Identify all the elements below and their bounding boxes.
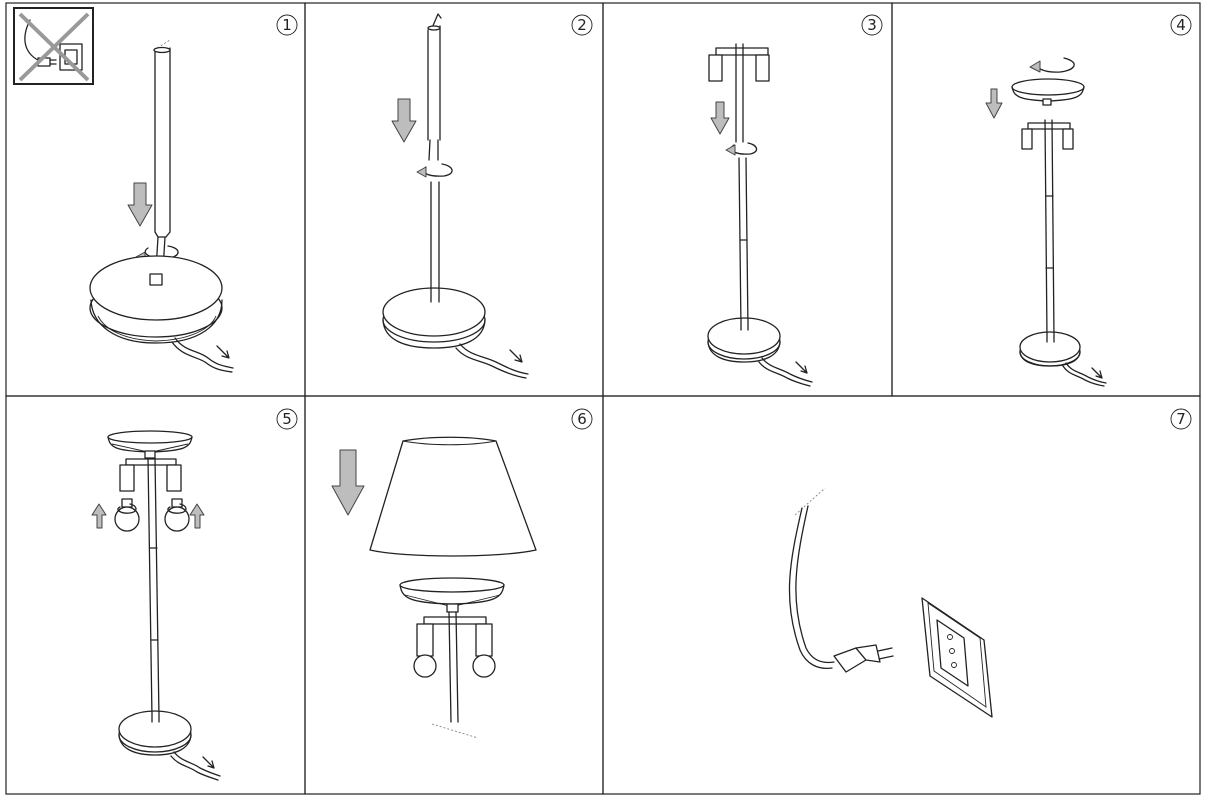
step-1-panel: 1 xyxy=(5,2,306,397)
bulb-left xyxy=(114,498,140,532)
step-6-number-badge: 6 xyxy=(571,408,593,430)
rotate-arrow-icon xyxy=(416,163,453,178)
step-7-panel: 7 xyxy=(602,395,1201,795)
step-5-panel: 5 xyxy=(5,395,306,795)
step-7-number-badge: 7 xyxy=(1170,408,1192,430)
down-arrow-icon xyxy=(985,88,1003,119)
step-3-panel: 3 xyxy=(602,2,893,397)
down-arrow-icon xyxy=(391,98,417,143)
step-3-number: 3 xyxy=(867,16,877,34)
up-arrow-icon xyxy=(91,503,205,529)
down-arrow-icon xyxy=(710,101,730,135)
unplug-before-assembly-icon xyxy=(13,7,94,85)
bulb-right xyxy=(164,498,190,532)
rotate-arrow-icon xyxy=(1029,57,1075,73)
power-plug xyxy=(833,644,894,673)
step-2-number: 2 xyxy=(577,16,587,34)
step-4-number-badge: 4 xyxy=(1170,14,1192,36)
step-1-number: 1 xyxy=(282,16,292,34)
rotate-arrow-icon xyxy=(117,503,187,514)
lampshade xyxy=(369,436,537,557)
step-6-number: 6 xyxy=(577,410,587,428)
down-arrow-icon xyxy=(331,449,365,516)
step-4-panel: 4 xyxy=(891,2,1201,397)
step-4-number: 4 xyxy=(1176,16,1186,34)
step-2-panel: 2 xyxy=(304,2,604,397)
step-5-number-badge: 5 xyxy=(276,408,298,430)
down-arrow-icon xyxy=(127,182,153,227)
step-2-number-badge: 2 xyxy=(571,14,593,36)
step-7-number: 7 xyxy=(1176,410,1186,428)
step-6-panel: 6 xyxy=(304,395,604,795)
step-1-number-badge: 1 xyxy=(276,14,298,36)
step-3-number-badge: 3 xyxy=(861,14,883,36)
wall-socket xyxy=(921,597,993,718)
rotate-arrow-icon xyxy=(725,142,758,156)
step-5-number: 5 xyxy=(282,410,292,428)
